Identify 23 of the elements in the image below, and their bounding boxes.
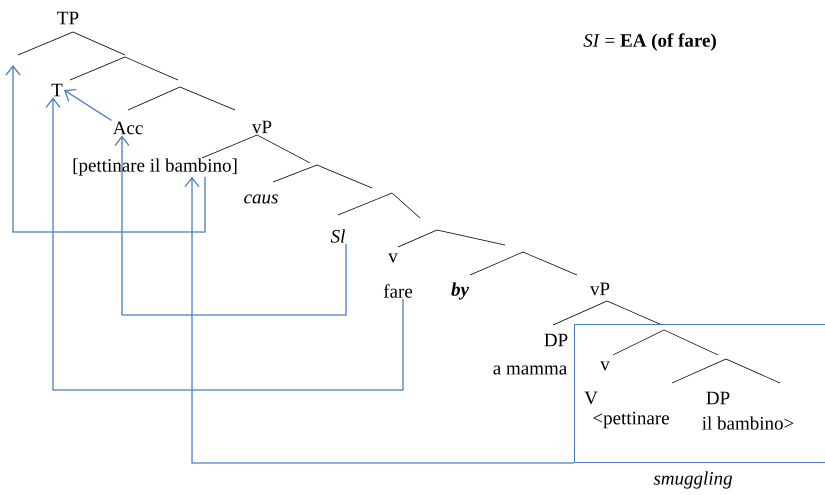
tree-label: by <box>451 282 470 300</box>
tree-label: caus <box>244 194 278 204</box>
tree-label: V <box>584 392 598 404</box>
bracket-box <box>574 324 825 463</box>
category-label: Acc <box>112 122 143 134</box>
tree-label: SI = EA (of fare) <box>583 33 716 51</box>
tree-label: vP <box>252 120 272 134</box>
movement-arrow <box>46 97 404 391</box>
tree-label: v <box>600 362 610 370</box>
tree-label: DP <box>706 392 730 404</box>
tree-label: vP <box>590 282 610 296</box>
tree-label: v <box>388 254 398 262</box>
movement-arrow <box>6 65 206 233</box>
movement-arrow <box>64 88 112 121</box>
movement-arrow <box>114 136 347 316</box>
word-label: fare <box>384 284 412 298</box>
tree-label: <pettinare <box>593 412 669 428</box>
box-caption: smuggling <box>654 471 732 489</box>
movement-arrow <box>184 176 574 464</box>
category-label: T <box>52 84 62 96</box>
tree-label: TP <box>57 12 78 24</box>
tree-label: il bambino> <box>702 416 794 430</box>
word-label: Sl <box>330 229 345 243</box>
